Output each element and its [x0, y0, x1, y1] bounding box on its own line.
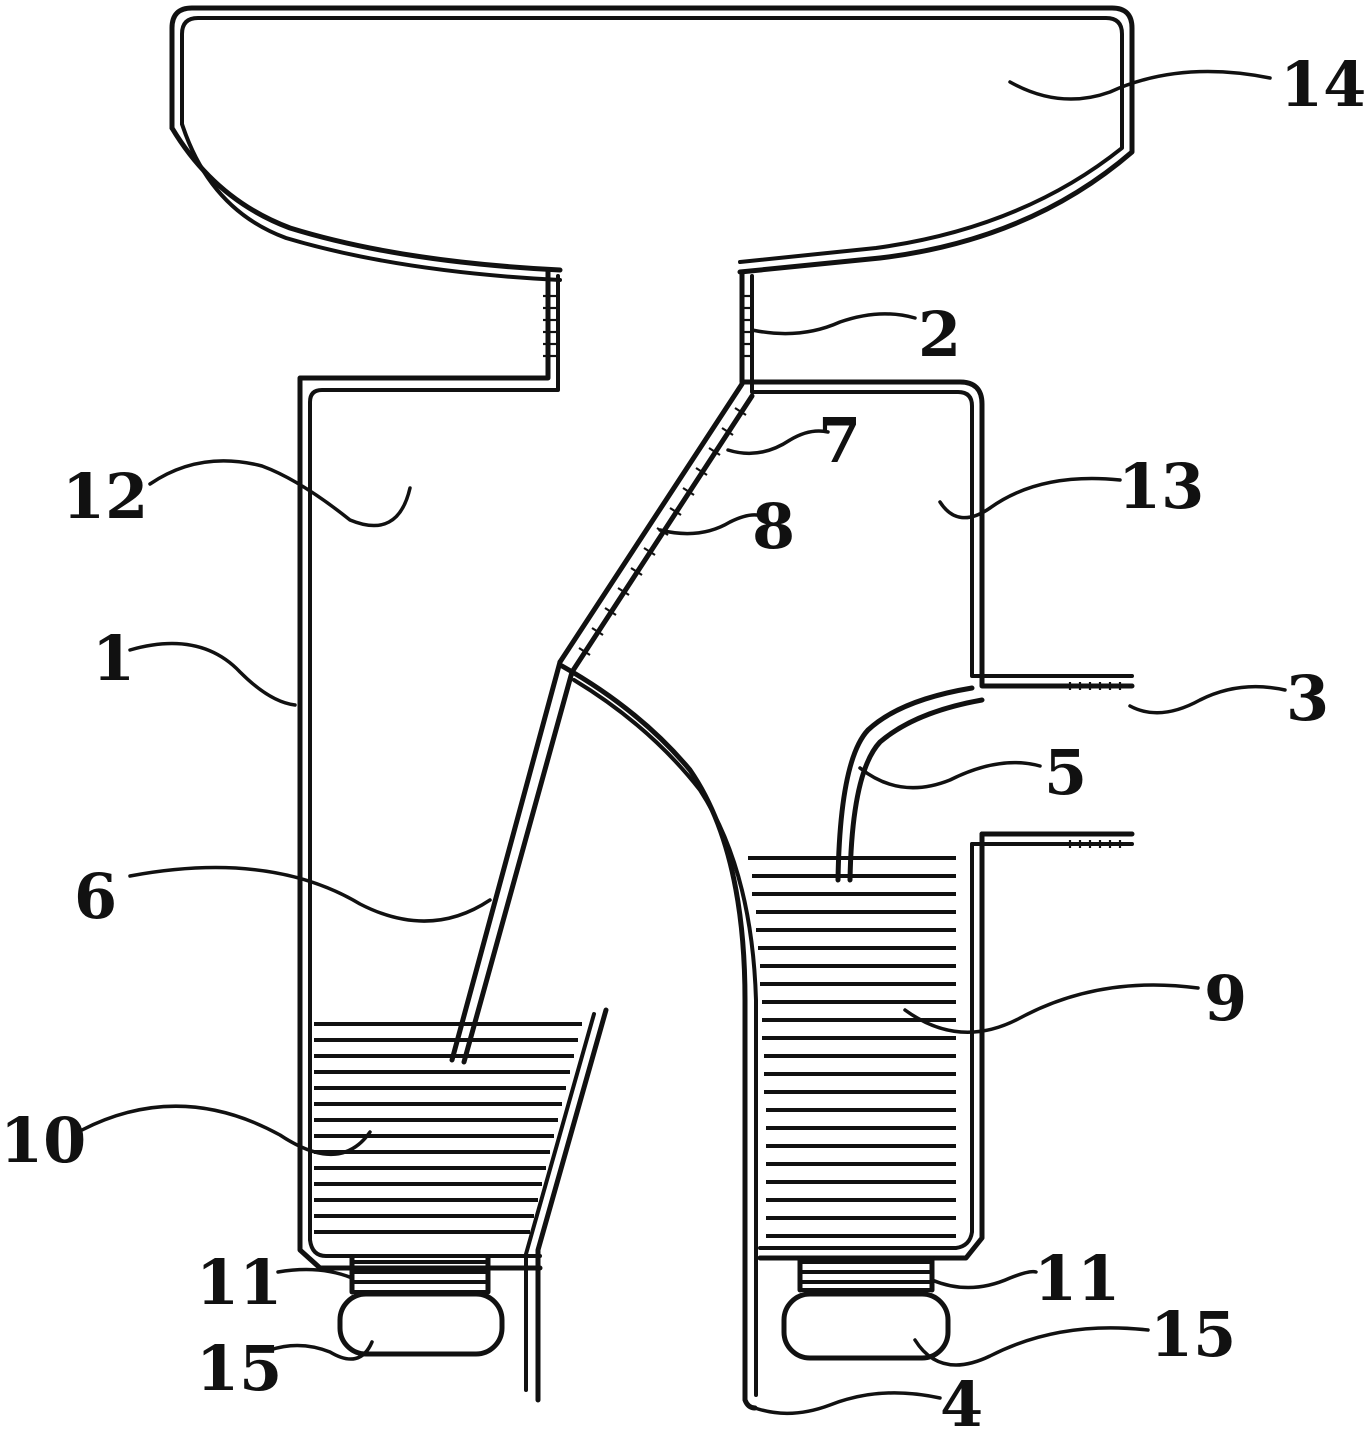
callout-6: 6	[74, 860, 117, 933]
leader-5	[858, 760, 1042, 790]
callout-7: 7	[818, 404, 861, 477]
leader-14	[1008, 69, 1272, 101]
right-cap	[781, 1291, 951, 1361]
center-curved-wall	[559, 663, 758, 1411]
left-cap	[337, 1291, 505, 1357]
callout-10: 10	[0, 1104, 86, 1177]
left-outlet-wall	[524, 1007, 609, 1403]
callout-13: 13	[1118, 450, 1204, 523]
left-filter-layers	[314, 1022, 582, 1234]
callout-15-left: 15	[196, 1332, 282, 1405]
pipe-stub-upper	[1068, 682, 1122, 690]
leader-13	[938, 476, 1122, 520]
callout-12: 12	[62, 460, 148, 533]
right-chamber	[757, 831, 1135, 1261]
leader-9	[903, 983, 1200, 1034]
leader-3	[1128, 684, 1287, 715]
leader-6	[128, 865, 492, 923]
callout-1: 1	[92, 622, 135, 695]
neck-hatch-right	[740, 294, 753, 358]
callout-4: 4	[940, 1368, 983, 1430]
leader-lines	[80, 69, 1287, 1416]
diagonal-baffle	[557, 381, 755, 675]
callout-9: 9	[1204, 962, 1247, 1035]
callout-11-right: 11	[1034, 1242, 1120, 1315]
callout-15-right: 15	[1150, 1298, 1236, 1371]
pipe-stub-lower	[1068, 840, 1122, 848]
leader-1	[128, 641, 297, 707]
leader-11-left	[276, 1267, 354, 1280]
leader-4	[753, 1391, 942, 1416]
callouts: 14 2 7 12 13 8 1 3 5 6 9 10 11 11 15 15 …	[0, 48, 1365, 1430]
callout-3: 3	[1286, 662, 1329, 735]
leader-10	[80, 1104, 372, 1156]
leader-12	[148, 459, 412, 528]
inlet-tube	[835, 685, 985, 883]
leader-7	[726, 429, 830, 456]
top-head	[169, 5, 1135, 282]
leader-15-right	[913, 1326, 1150, 1367]
callout-5: 5	[1044, 736, 1087, 809]
callout-11-left: 11	[196, 1246, 282, 1319]
right-filter-layers	[748, 856, 956, 1238]
left-connector	[349, 1255, 491, 1295]
left-tube	[449, 659, 575, 1065]
leader-15-left	[268, 1340, 374, 1361]
callout-2: 2	[918, 298, 961, 371]
neck	[297, 269, 1135, 1271]
leader-11-right	[930, 1269, 1038, 1290]
callout-8: 8	[752, 490, 795, 563]
leader-8	[658, 513, 764, 536]
leader-2	[750, 312, 917, 336]
right-connector	[797, 1255, 935, 1293]
callout-14: 14	[1280, 48, 1365, 121]
neck-hatch-left	[543, 294, 556, 358]
